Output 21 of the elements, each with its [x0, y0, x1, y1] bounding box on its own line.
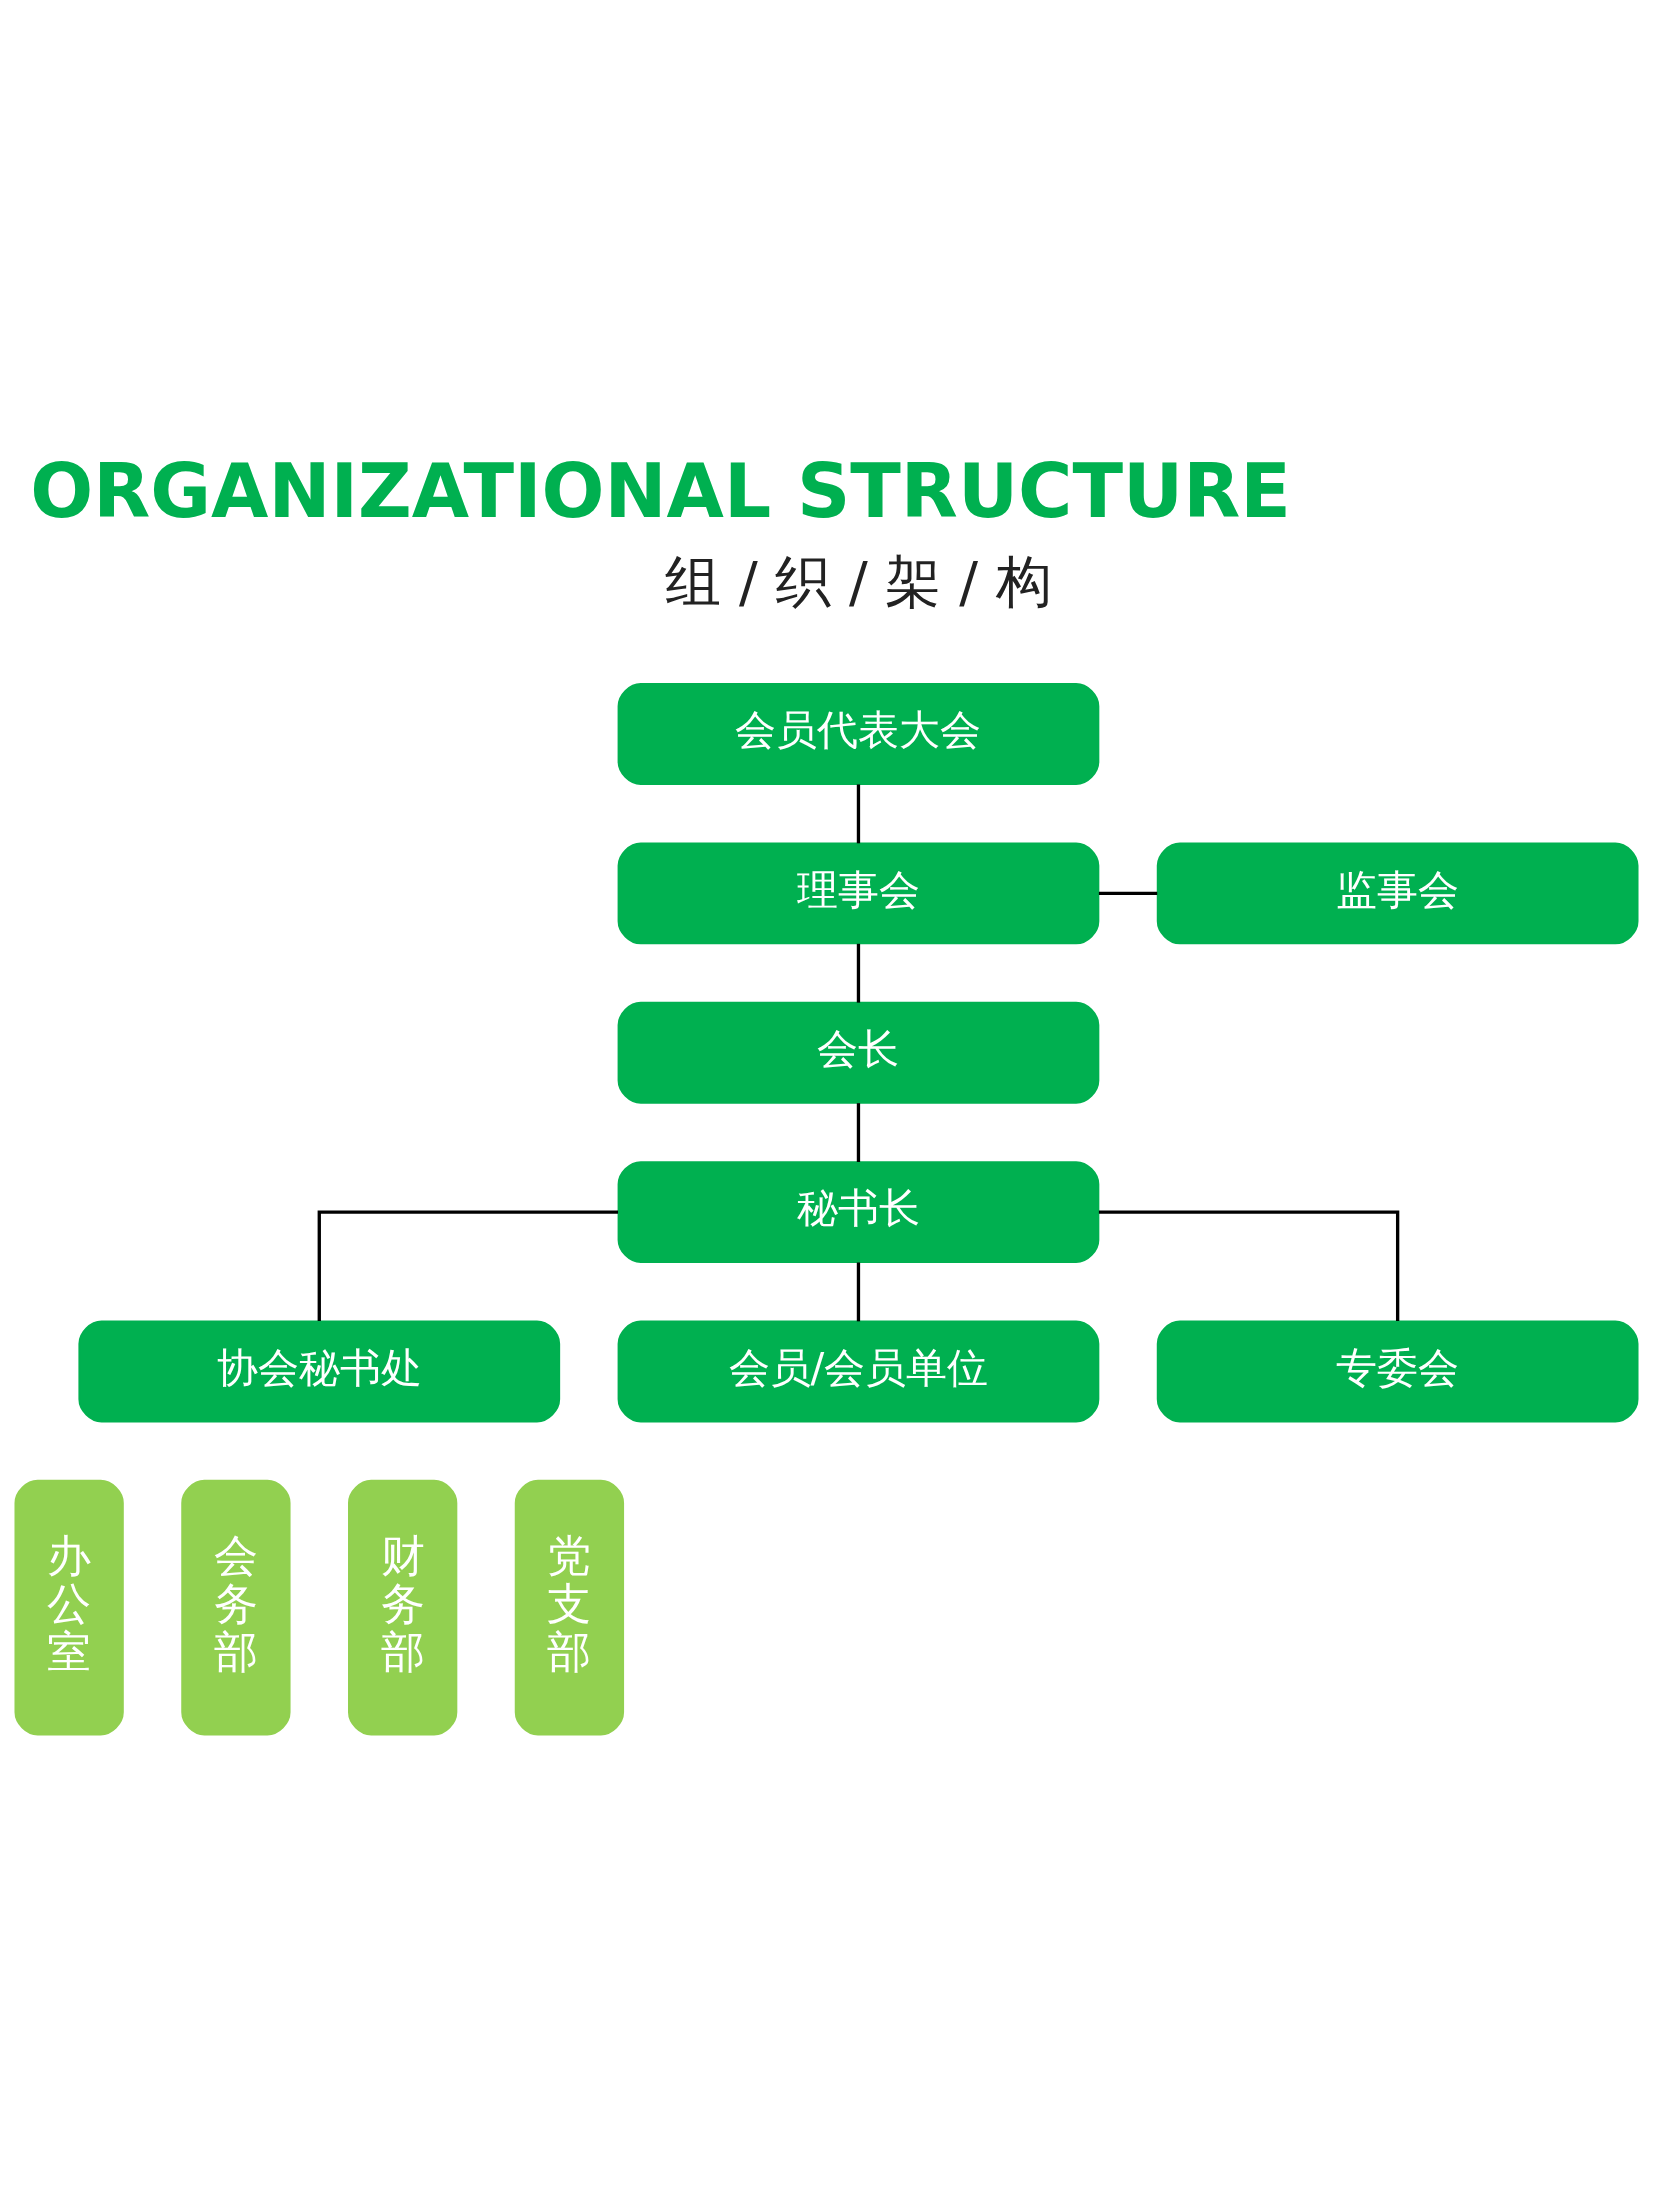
node-box: 监事会	[1156, 841, 1639, 944]
label: 组 / 织 / 架 / 构	[665, 548, 1052, 614]
connector	[856, 1102, 861, 1162]
node-box: 理事会	[617, 841, 1100, 944]
connector	[856, 943, 861, 1003]
node-box: 会务部	[181, 1479, 291, 1735]
node-box: 会员/会员单位	[617, 1319, 1100, 1422]
connector	[317, 1209, 619, 1321]
node-box: 秘书长	[617, 1160, 1100, 1263]
node-box: 专委会	[1156, 1319, 1639, 1422]
connector	[856, 783, 861, 843]
node-box: 会员代表大会	[617, 682, 1100, 785]
connector	[1098, 891, 1158, 895]
node-box: 会长	[617, 1001, 1100, 1104]
node-box: 办公室	[14, 1479, 124, 1735]
node-box: 党支部	[514, 1479, 625, 1735]
node-box: 协会秘书处	[78, 1319, 561, 1422]
connector	[1098, 1209, 1400, 1321]
connector	[856, 1262, 861, 1321]
node-box: 财务部	[348, 1479, 458, 1735]
diagram-title: ORGANIZATIONAL STRUCTURE	[30, 447, 1291, 534]
